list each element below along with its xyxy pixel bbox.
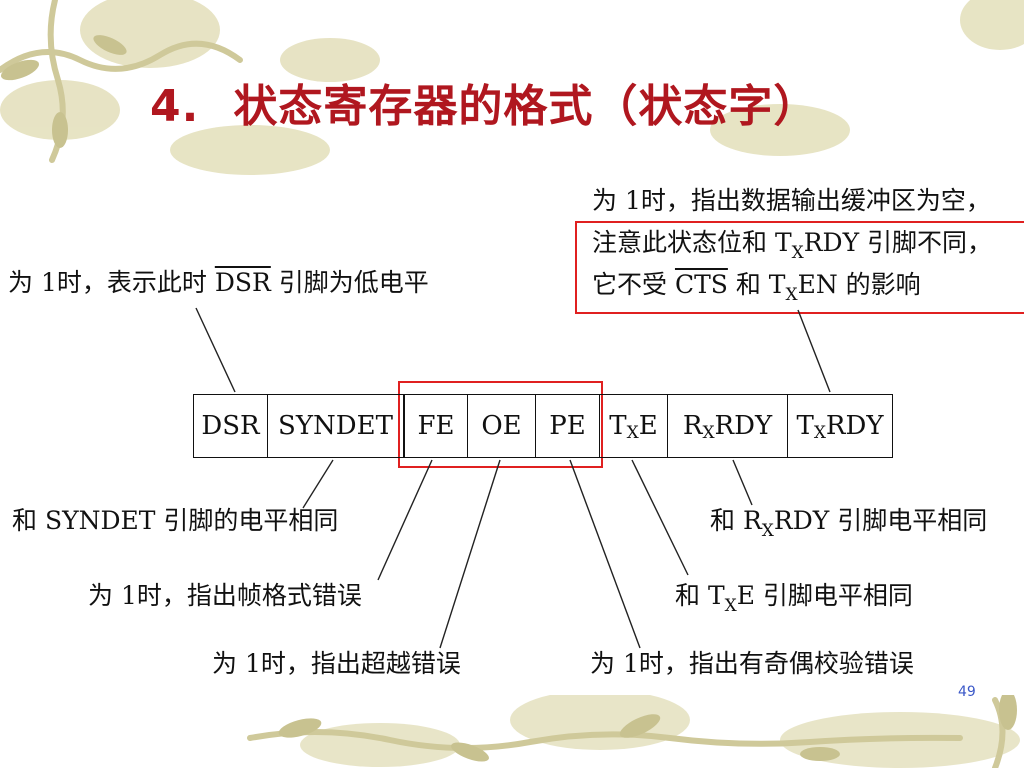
bit-fe: FE (404, 395, 468, 457)
label-oe: 为 1时，指出超越错误 (212, 649, 461, 678)
label-syndet: 和 SYNDET 引脚的电平相同 (12, 506, 339, 535)
diagram-area (0, 175, 1024, 695)
leader-syndet (302, 459, 334, 509)
page-number: 49 (958, 684, 976, 700)
leader-dsr (195, 307, 236, 393)
label-fe: 为 1时，指出帧格式错误 (88, 581, 362, 610)
leader-rxrdy (732, 459, 753, 506)
error-bits-highlight-box (398, 381, 603, 468)
label-txrdy-line3: 它不受 CTS 和 TXEN 的影响 (592, 270, 921, 305)
leader-fe (377, 459, 433, 581)
label-txrdy-line2: 注意此状态位和 TXRDY 引脚不同， (592, 228, 993, 263)
leader-txrdy (797, 309, 831, 393)
label-pe: 为 1时，指出有奇偶校验错误 (590, 649, 914, 678)
label-txe: 和 TXE 引脚电平相同 (675, 581, 913, 616)
leader-oe (439, 459, 501, 649)
label-txrdy-line1: 为 1时，指出数据输出缓冲区为空， (592, 186, 991, 215)
bit-dsr: DSR (194, 395, 268, 457)
title-text: 状态寄存器的格式（状态字） (233, 81, 819, 132)
page-title: 4. 状态寄存器的格式（状态字） (150, 70, 818, 134)
bit-pe: PE (536, 395, 600, 457)
label-dsr: 为 1时，表示此时 DSR 引脚为低电平 (8, 268, 429, 297)
bit-oe: OE (468, 395, 536, 457)
leader-txe (631, 459, 689, 576)
title-number: 4. (150, 81, 200, 132)
label-rxrdy: 和 RXRDY 引脚电平相同 (710, 506, 988, 541)
leader-pe (569, 459, 641, 649)
bit-syndet: SYNDET (268, 395, 404, 457)
